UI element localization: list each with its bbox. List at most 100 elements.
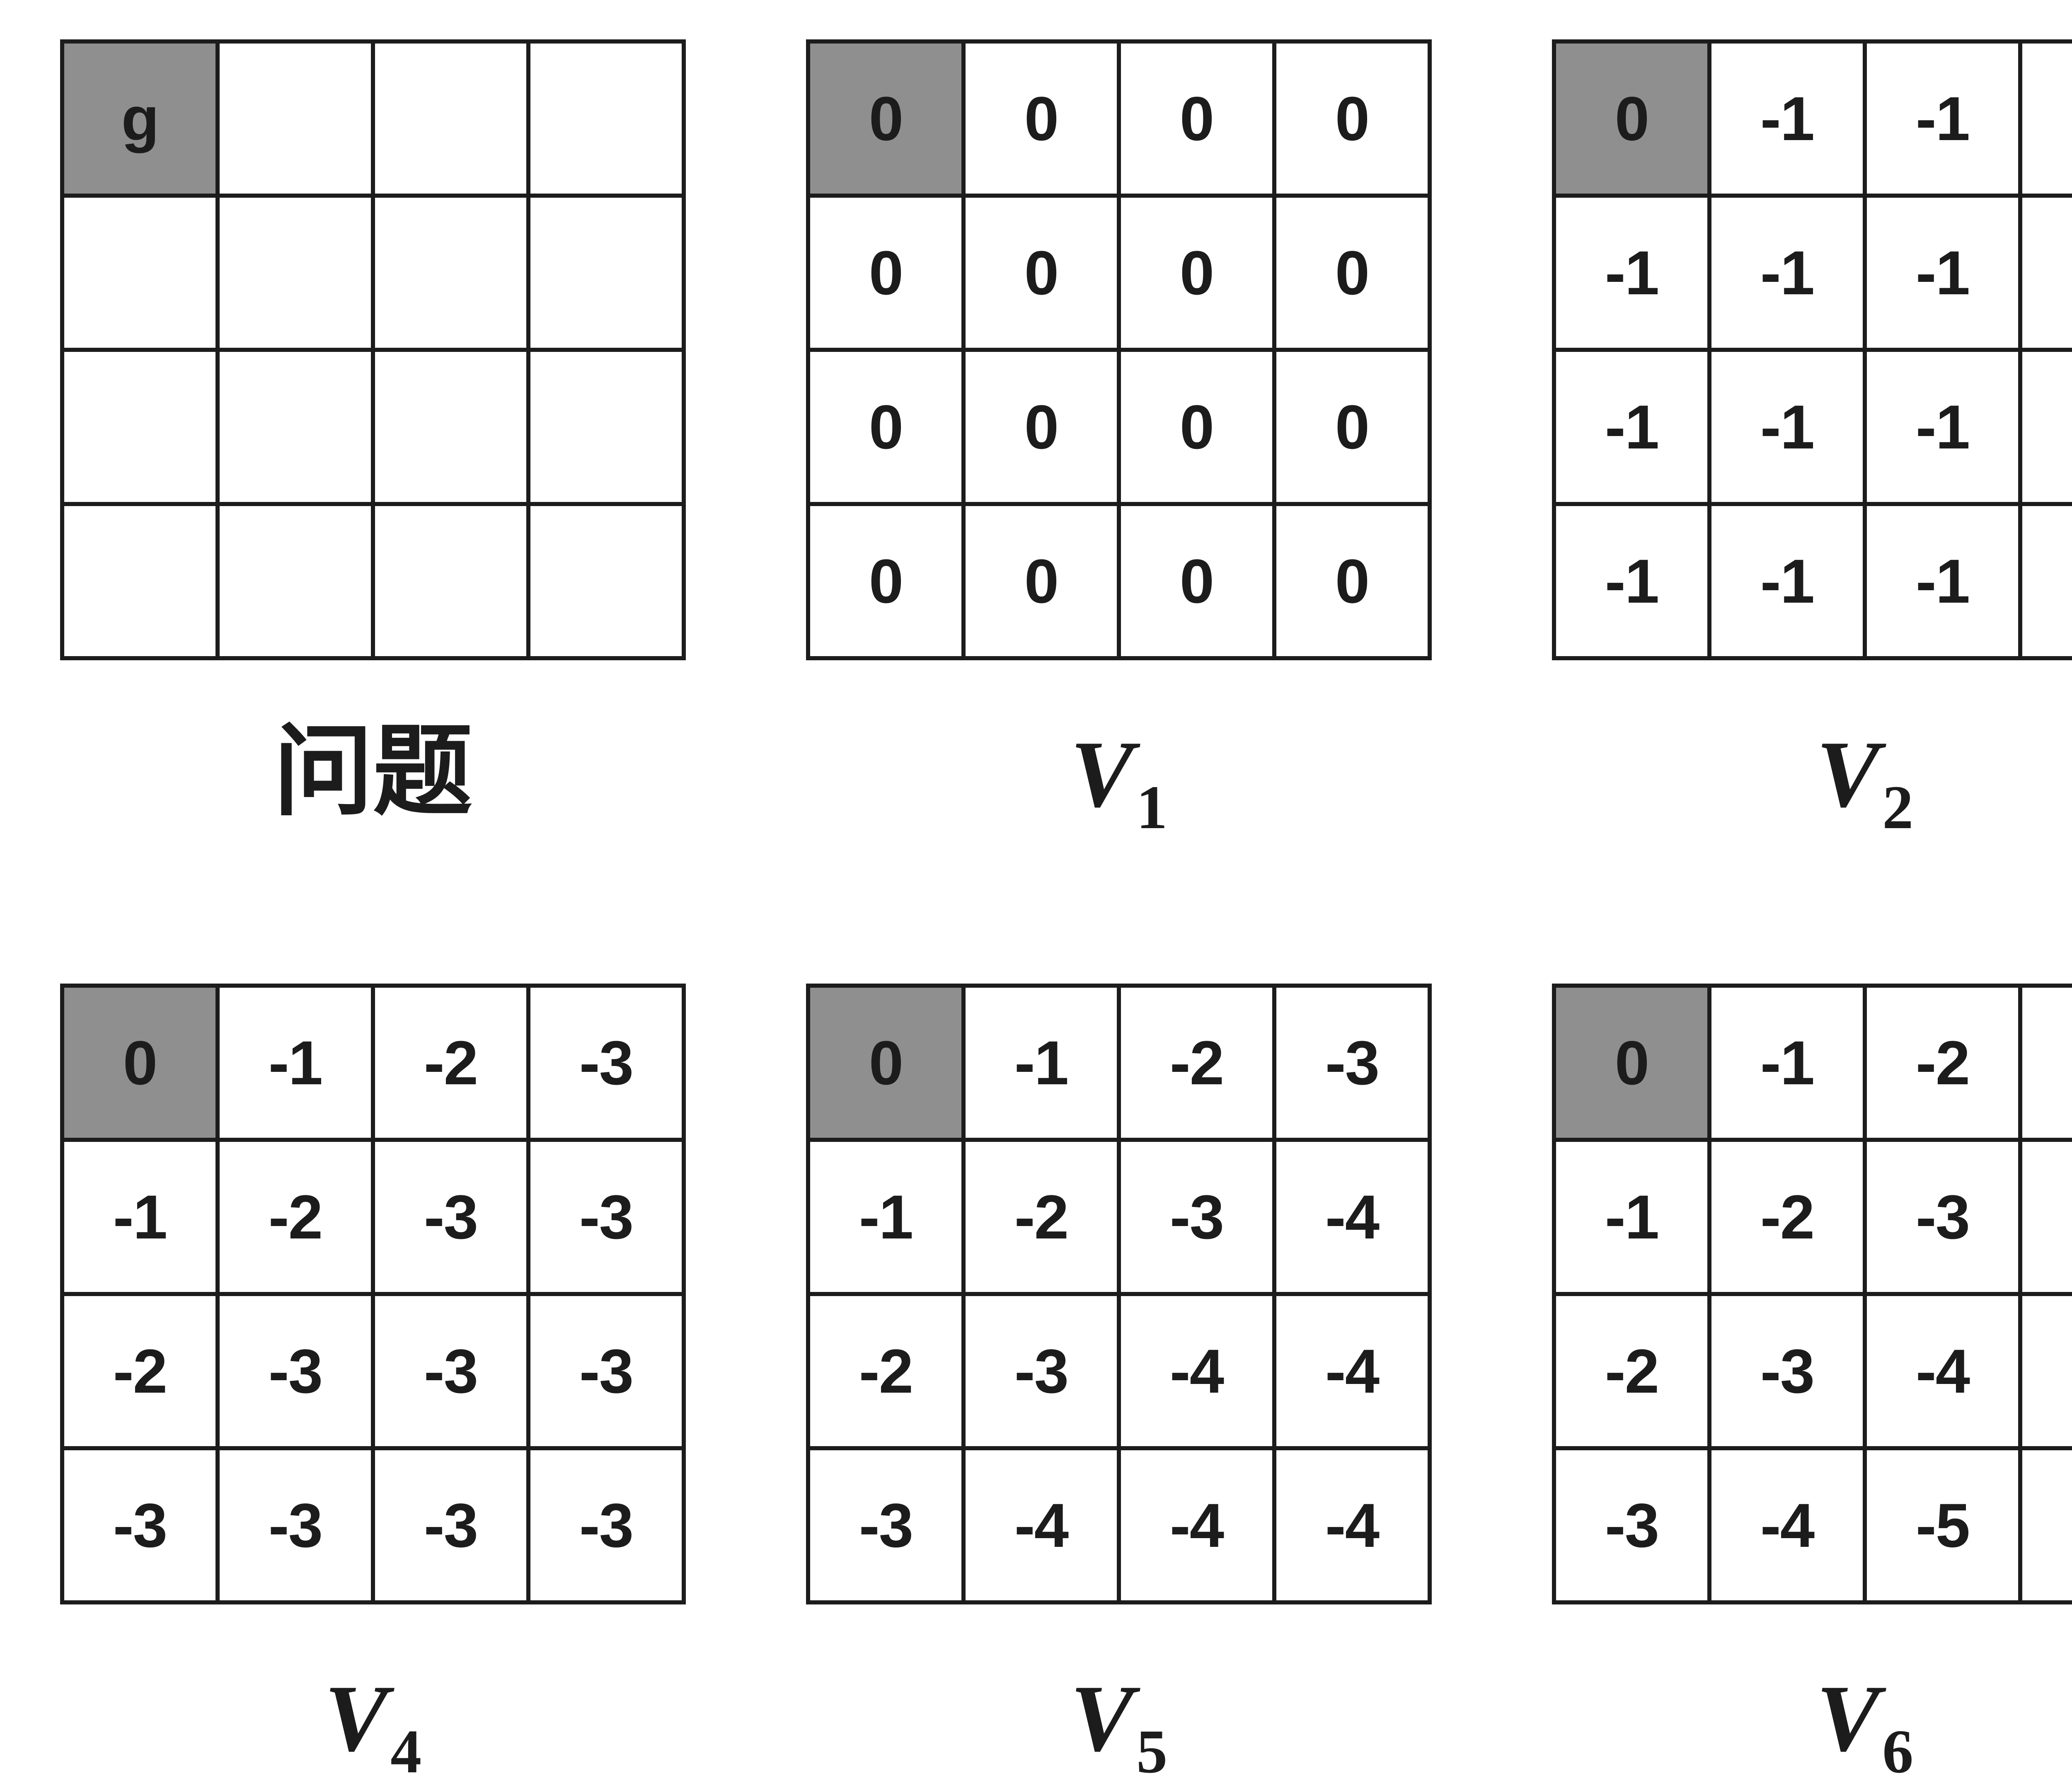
label-variable: V	[1070, 721, 1134, 827]
panel-problem: g 问题	[0, 39, 746, 822]
grid-cell: -1	[2018, 39, 2072, 198]
grid-cell: -3	[961, 1292, 1121, 1450]
value-grid: g	[60, 39, 686, 660]
grid-row: -1-1-1-1	[1552, 348, 2072, 506]
grid-cell: -1	[1707, 984, 1867, 1142]
value-grid: 0-1-2-3-1-2-3-4-2-3-4-4-3-4-4-4	[806, 984, 1432, 1604]
grid-cell: 0	[1272, 194, 1432, 352]
grid-cell	[526, 194, 686, 352]
grid-cell: -1	[1552, 194, 1711, 352]
grid-cell	[60, 502, 220, 660]
grid-cell	[526, 502, 686, 660]
grid-cell	[215, 194, 375, 352]
label-text: 问题	[273, 717, 472, 827]
label-subscript: 4	[390, 1717, 422, 1786]
grid-cell: -2	[371, 984, 530, 1142]
grid-cell	[371, 348, 530, 506]
grid-cell	[215, 39, 375, 198]
grid-cell: -3	[526, 1446, 686, 1604]
grid-cell: -3	[526, 984, 686, 1142]
grid-cell: -3	[1272, 984, 1432, 1142]
grid-cell: 0	[1117, 194, 1276, 352]
grid-row: -3-4-4-4	[806, 1446, 1432, 1604]
grid-cell: -1	[1552, 502, 1711, 660]
goal-cell: 0	[806, 984, 966, 1142]
grid-row: -1-2-3-4	[1552, 1138, 2072, 1296]
grid-cell	[60, 348, 220, 506]
grid-cell	[60, 194, 220, 352]
grid-cell	[371, 194, 530, 352]
grid-cell: -1	[215, 984, 375, 1142]
grid-cell: 0	[961, 502, 1121, 660]
grid-cell	[526, 348, 686, 506]
grid-cell: -2	[1552, 1292, 1711, 1450]
grid-cell: -1	[1707, 39, 1867, 198]
grid-row	[60, 348, 686, 506]
grid-cell: -5	[2018, 1292, 2072, 1450]
grid-row	[60, 194, 686, 352]
label-variable: V	[324, 1665, 388, 1771]
grid-row	[60, 502, 686, 660]
grid-cell: -2	[60, 1292, 220, 1450]
grid-row: -1-2-3-4	[806, 1138, 1432, 1296]
grid-cell: -3	[215, 1446, 375, 1604]
grid-cell: -2	[961, 1138, 1121, 1296]
grid-cell: -1	[1863, 502, 2022, 660]
grid-cell: -3	[215, 1292, 375, 1450]
grid-cell: -3	[1552, 1446, 1711, 1604]
label-subscript: 2	[1882, 773, 1914, 842]
grid-cell: -1	[1863, 39, 2022, 198]
grid-cell: -3	[1117, 1138, 1276, 1296]
grid-cell: -4	[1117, 1292, 1276, 1450]
grid-cell: -1	[2018, 348, 2072, 506]
grid-cell: -1	[60, 1138, 220, 1296]
grid-cell: -3	[806, 1446, 966, 1604]
grid-cell: -3	[60, 1446, 220, 1604]
value-grid: 0-1-2-3-1-2-3-3-2-3-3-3-3-3-3-3	[60, 984, 686, 1604]
grid-cell: -4	[1707, 1446, 1867, 1604]
grid-row: -1-1-1-1	[1552, 194, 2072, 352]
grid-cell: -1	[1552, 1138, 1711, 1296]
grid-cell: 0	[1117, 502, 1276, 660]
grid-cell: 0	[806, 348, 966, 506]
grid-cell: -1	[2018, 194, 2072, 352]
grid-row: -2-3-4-5	[1552, 1292, 2072, 1450]
grid-row: 0-1-2-3	[806, 984, 1432, 1142]
grid-cell: -1	[806, 1138, 966, 1296]
grid-row: g	[60, 39, 686, 198]
grid-cell: -3	[371, 1138, 530, 1296]
grid-cell: -2	[1863, 984, 2022, 1142]
goal-cell: 0	[806, 39, 966, 198]
grid-cell: -3	[1707, 1292, 1867, 1450]
label-subscript: 1	[1136, 773, 1168, 842]
label-subscript: 5	[1136, 1717, 1168, 1786]
grid-cell: -1	[1707, 194, 1867, 352]
grid-cell: 0	[806, 194, 966, 352]
grid-cell	[526, 39, 686, 198]
grid-cell	[371, 39, 530, 198]
grid-cell	[371, 502, 530, 660]
panel-v2: 0-1-1-1-1-1-1-1-1-1-1-1-1-1-1-1 V2	[1492, 39, 2072, 839]
grid-row: -2-3-4-4	[806, 1292, 1432, 1450]
label-variable: V	[1070, 1665, 1134, 1771]
label-variable: V	[1816, 1665, 1880, 1771]
grid-cell: -2	[806, 1292, 966, 1450]
grid-cell: -2	[215, 1138, 375, 1296]
grid-cell: -3	[526, 1138, 686, 1296]
grid-cell: -5	[2018, 1446, 2072, 1604]
value-grid: 0-1-2-3-1-2-3-4-2-3-4-5-3-4-5-5	[1552, 984, 2072, 1604]
grid-row: 0-1-1-1	[1552, 39, 2072, 198]
grid-cell: -4	[1863, 1292, 2022, 1450]
